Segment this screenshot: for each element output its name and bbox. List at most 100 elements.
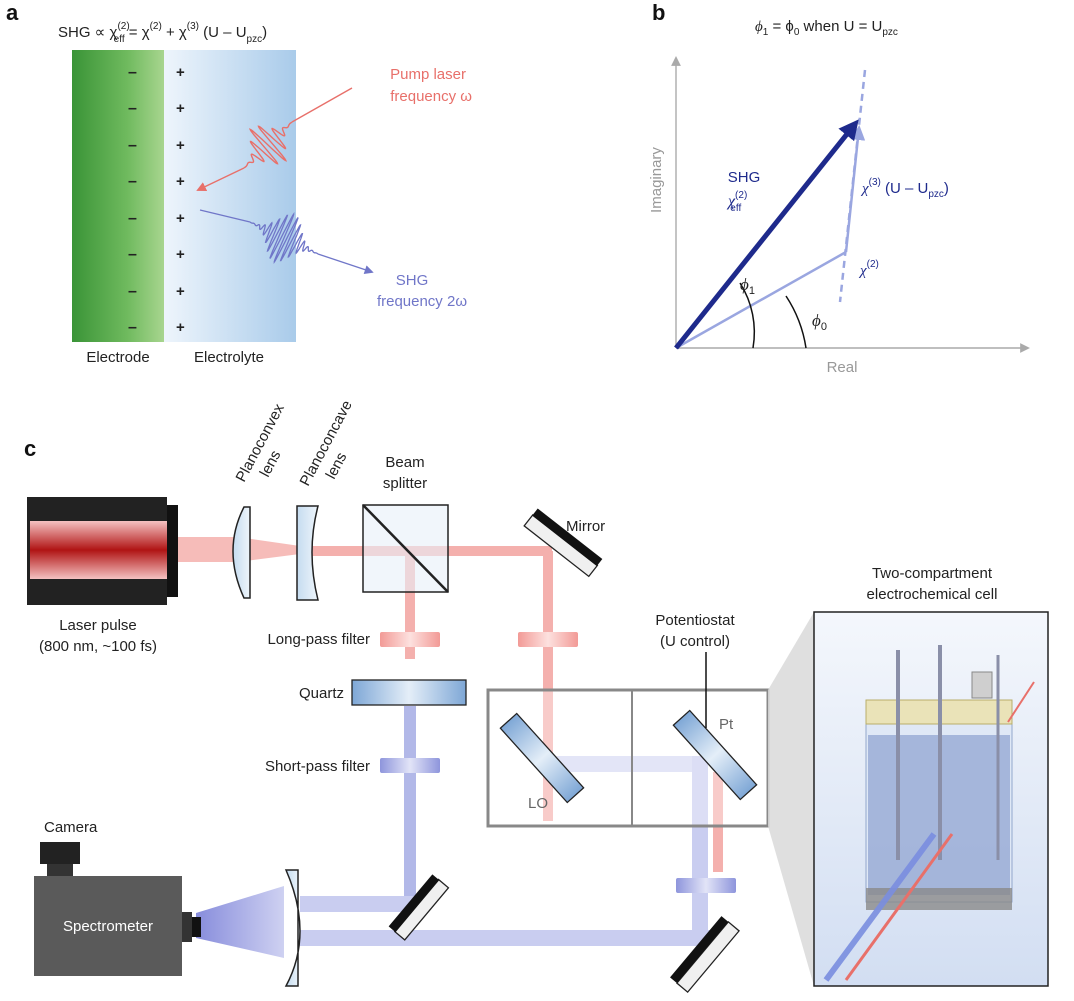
cell-exit-beam xyxy=(1007,681,1035,723)
pt-label: Pt xyxy=(719,716,734,733)
shg-beam-lower xyxy=(300,930,710,946)
sample-beam-down xyxy=(692,756,708,946)
potentiostat-label-line1: Potentiostat xyxy=(655,612,735,629)
laser-label-line2: (800 nm, ~100 fs) xyxy=(39,638,157,655)
electrode-label: Electrode xyxy=(86,349,149,366)
spectrometer-port xyxy=(182,912,192,942)
charge-minus: – xyxy=(128,173,137,190)
pump-label-line1: Pump laser xyxy=(390,66,466,83)
electrolyte-charges: + + + + + + + + xyxy=(176,64,185,336)
shg-arrow xyxy=(317,253,374,275)
panel-b: b ϕ1 = ϕ0 when U = Upzc Real Imaginary ϕ… xyxy=(648,0,1030,376)
long-pass-filter xyxy=(380,632,440,647)
chi3-dashed-line xyxy=(838,69,867,303)
long-pass-filter-reference xyxy=(518,632,578,647)
shg-eff-word: SHG xyxy=(728,169,761,186)
phi1-arc xyxy=(739,282,756,349)
shg-eff-symbol: χ(2)eff xyxy=(726,190,747,214)
lo-label: LO xyxy=(528,795,548,812)
laser-aperture xyxy=(167,505,178,597)
beam-splitter-diagonal xyxy=(362,504,449,593)
panel-a-label: a xyxy=(6,0,19,25)
charge-plus: + xyxy=(176,173,185,190)
charge-plus: + xyxy=(176,100,185,117)
beam-splitter-label-line2: splitter xyxy=(383,475,427,492)
charge-minus: – xyxy=(128,137,137,154)
short-pass-filter-label: Short-pass filter xyxy=(265,758,370,775)
shg-label-line1: SHG xyxy=(396,272,429,289)
panel-a-equation: SHG ∝ χ(2)eff = χ(2) + χ(3) (U – Upzc) xyxy=(58,21,267,45)
quartz-plate xyxy=(351,679,467,706)
mirror-back xyxy=(670,916,729,984)
panel-b-label: b xyxy=(652,0,665,25)
camera-mount xyxy=(47,864,73,876)
electrode-charges: – – – – – – – – xyxy=(128,64,137,336)
charge-plus: + xyxy=(176,137,185,154)
shg-wave-packet xyxy=(249,212,319,264)
shg-lead xyxy=(199,209,251,223)
shg-beam-to-spectrometer-upper xyxy=(300,896,416,912)
mirror-top xyxy=(523,508,603,578)
charge-plus: + xyxy=(176,210,185,227)
lo-plate xyxy=(499,712,585,804)
short-pass-filter xyxy=(380,758,440,773)
pump-wave-packet xyxy=(243,121,293,169)
panel-c-label: c xyxy=(24,436,36,461)
mirror-back xyxy=(532,508,603,567)
electrolyte-region xyxy=(164,50,296,342)
phi0-arc xyxy=(785,295,807,349)
long-pass-filter-label: Long-pass filter xyxy=(267,631,370,648)
beam-splitter-label-line1: Beam xyxy=(385,454,424,471)
laser-glow xyxy=(30,521,167,579)
electrode-slab xyxy=(72,50,164,342)
charge-minus: – xyxy=(128,283,137,300)
charge-minus: – xyxy=(128,319,137,336)
red-beam-to-quartz xyxy=(405,551,415,659)
shg-label-line2: frequency 2ω xyxy=(377,293,467,310)
mirror-pickoff xyxy=(388,874,450,941)
electrochemical-cell-drawing xyxy=(823,645,1035,982)
electrolyte-label: Electrolyte xyxy=(194,349,264,366)
pump-arrow xyxy=(196,167,245,192)
spectrometer-label: Spectrometer xyxy=(63,918,153,935)
lo-plate-body xyxy=(499,712,585,804)
pt-electrode-body xyxy=(672,709,758,801)
camera-body xyxy=(40,842,80,864)
real-axis-label: Real xyxy=(827,359,858,376)
short-pass-filter-sample xyxy=(676,878,736,893)
imaginary-axis-label: Imaginary xyxy=(648,147,665,213)
cell-blue-beam xyxy=(823,832,937,982)
chi2-vector xyxy=(675,250,847,350)
phi1-label: ϕ1 xyxy=(740,275,755,297)
inset-connector xyxy=(768,612,814,986)
pump-tail xyxy=(291,87,353,123)
charge-minus: – xyxy=(128,64,137,81)
spectrometer-input-beam xyxy=(196,886,284,958)
charge-plus: + xyxy=(176,283,185,300)
spectrometer-body xyxy=(34,876,182,976)
chi3-vector xyxy=(844,125,866,253)
charge-minus: – xyxy=(128,100,137,117)
quartz-label: Quartz xyxy=(299,685,344,702)
red-beam-sample xyxy=(713,772,723,872)
cell-label-line1: Two-compartment xyxy=(872,565,993,582)
laser-label-line1: Laser pulse xyxy=(59,617,137,634)
mirror-bottom-right xyxy=(670,916,740,994)
phi0-label: ϕ0 xyxy=(812,311,827,333)
mirror-label: Mirror xyxy=(566,518,605,535)
sample-beam-horizontal xyxy=(556,756,700,772)
shg-eff-vector xyxy=(674,119,859,350)
charge-minus: – xyxy=(128,246,137,263)
shg-beam-vertical-left xyxy=(404,706,416,902)
planoconvex-lens xyxy=(232,506,251,599)
pt-electrode xyxy=(672,709,758,801)
potentiostat-label-line2: (U control) xyxy=(660,633,730,650)
mirror-back xyxy=(388,874,440,933)
charge-minus: – xyxy=(128,210,137,227)
camera-label: Camera xyxy=(44,819,98,836)
cell-port xyxy=(971,671,993,699)
chi3-label: χ(3) (U – Upzc) xyxy=(860,177,949,200)
charge-plus: + xyxy=(176,64,185,81)
panel-b-title: ϕ1 = ϕ0 when U = Upzc xyxy=(755,18,898,38)
